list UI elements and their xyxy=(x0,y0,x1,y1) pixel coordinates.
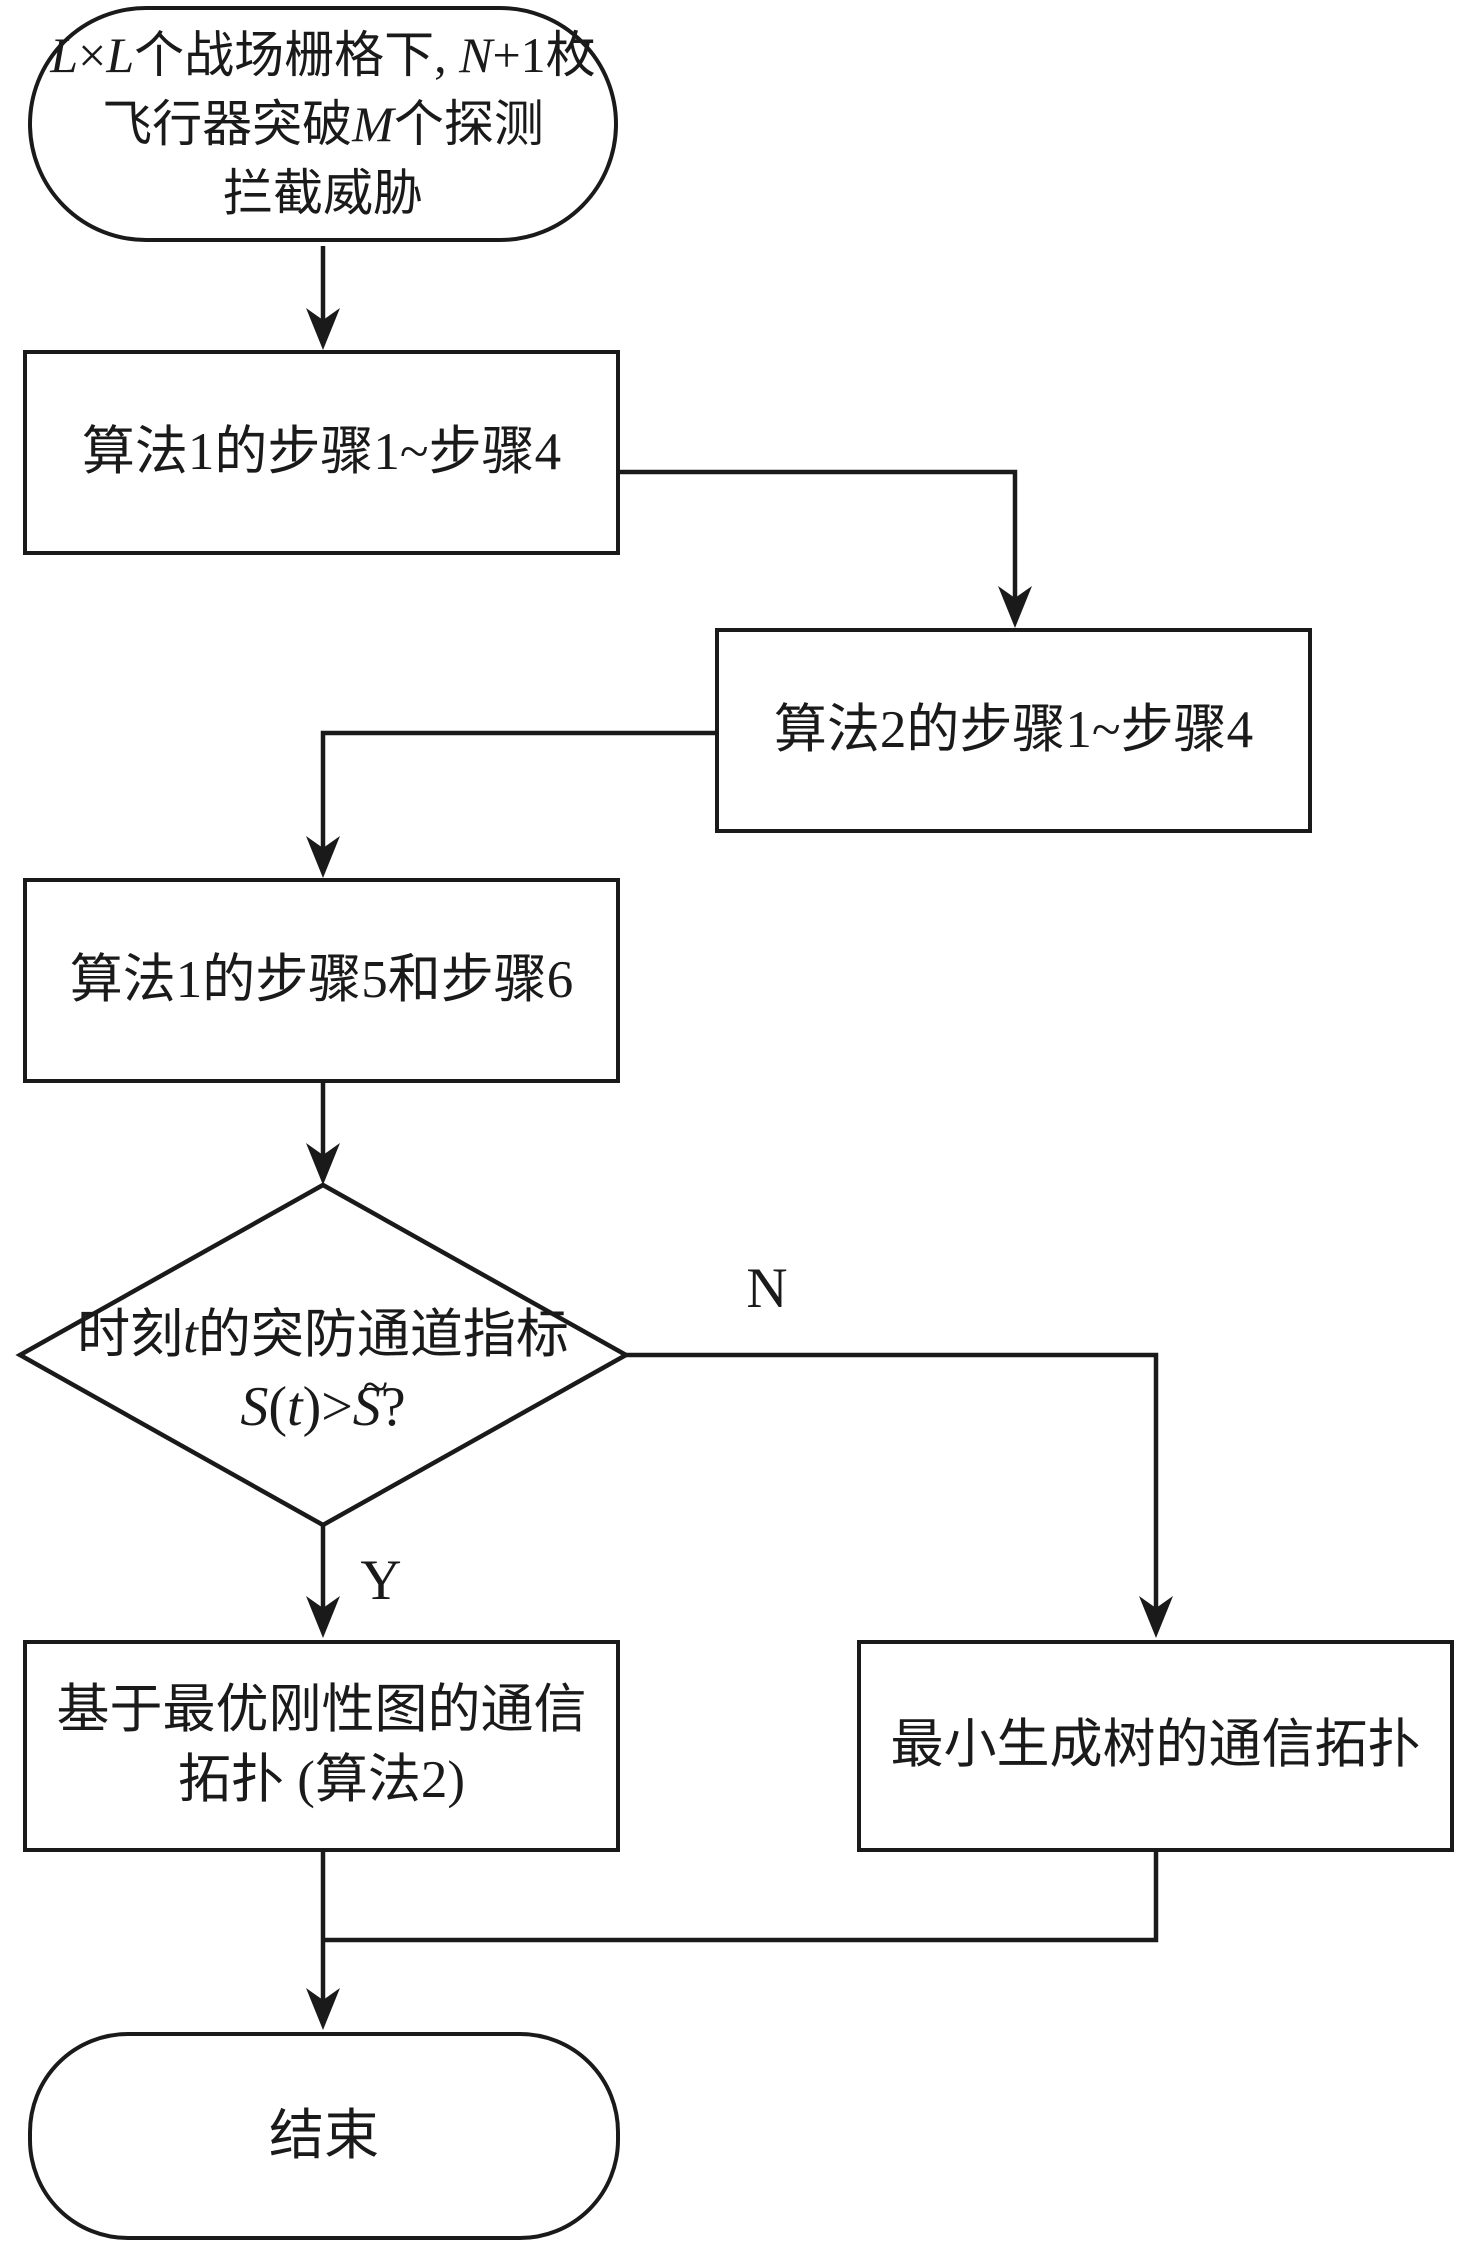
arrowhead-no-branch xyxy=(1139,1596,1173,1638)
arrowhead-step1-to-step2 xyxy=(998,586,1032,628)
start-line-3: 拦截威胁 xyxy=(223,164,423,221)
arrowhead-step2-to-step3 xyxy=(306,836,340,878)
arrowhead-yes-branch xyxy=(306,1596,340,1638)
connector-no-box-to-merge xyxy=(323,1852,1159,1943)
connector-step2-to-step3 xyxy=(320,730,715,850)
arrowhead-step3-to-decision xyxy=(306,1143,340,1185)
start-line-1: L×L个战场栅格下, N+1枚 xyxy=(50,26,596,83)
arrowhead-merge-to-end xyxy=(306,1988,340,2030)
decision-node-text: 时刻t的突防通道指标 S(t)>S~? xyxy=(40,1296,606,1446)
process-box-label: 算法1的步骤5和步骤6 xyxy=(69,950,574,1009)
start-terminator: L×L个战场栅格下, N+1枚 飞行器突破M个探测 拦截威胁 xyxy=(28,6,618,242)
decision-formula: S(t)>S~? xyxy=(240,1361,405,1443)
result-box-optimal-rigid-graph: 基于最优刚性图的通信 拓扑 (算法2) xyxy=(23,1640,620,1852)
end-label: 结束 xyxy=(268,2104,379,2166)
process-box-algorithm1-steps1-4: 算法1的步骤1~步骤4 xyxy=(23,350,620,555)
branch-label-no: N xyxy=(746,1257,788,1320)
process-box-label: 算法1的步骤1~步骤4 xyxy=(81,422,562,481)
tilde-accent: ~ xyxy=(362,1361,389,1414)
connector-step1-to-step2 xyxy=(620,469,1018,600)
branch-label-yes: Y xyxy=(360,1549,402,1612)
process-box-algorithm1-steps5-6: 算法1的步骤5和步骤6 xyxy=(23,878,620,1083)
arrowhead-start-to-step1 xyxy=(306,308,340,350)
result-box-line-1: 基于最优刚性图的通信 xyxy=(56,1681,587,1740)
result-box-line-2: 拓扑 (算法2) xyxy=(177,1751,466,1809)
process-box-label: 算法2的步骤1~步骤4 xyxy=(773,700,1254,759)
decision-line-1: 时刻t的突防通道指标 xyxy=(77,1306,569,1364)
end-terminator: 结束 xyxy=(28,2032,620,2240)
result-box-label: 最小生成树的通信拓扑 xyxy=(890,1716,1421,1775)
start-line-2: 飞行器突破M个探测 xyxy=(102,95,544,152)
process-box-algorithm2-steps1-4: 算法2的步骤1~步骤4 xyxy=(715,628,1312,833)
result-box-minimum-spanning-tree: 最小生成树的通信拓扑 xyxy=(857,1640,1454,1852)
connector-no-branch xyxy=(626,1352,1159,1610)
